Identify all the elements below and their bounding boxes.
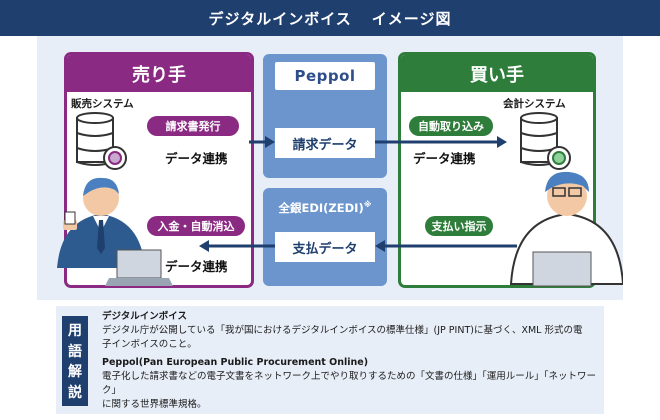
payment-data-box: 支払データ [275,232,375,262]
seller-link-top-label: データ連携 [165,151,228,166]
glossary-definition: に関する世界標準規格。 [102,399,207,410]
title-sub: イメージ図 [371,9,452,28]
payment-reconcile-pill: 入金・自動消込 [147,216,245,236]
auto-import-pill: 自動取り込み [409,116,493,136]
zedi-label: 全銀EDI(ZEDI)※ [278,200,372,215]
title-bar: デジタルインボイス イメージ図 [0,0,660,36]
glossary-term: デジタルインボイス [102,311,188,322]
glossary-definition: 電子化した請求書などの電子文書をネットワーク上でやり取りするための「文書の仕様」… [102,371,597,396]
glossary-body: デジタルインボイス デジタル庁が公開している「我が国におけるデジタルインボイスの… [102,310,596,412]
title-main: デジタルインボイス [208,9,352,28]
gear-icon [103,146,127,170]
glossary-term: Peppol(Pan European Public Procurement O… [102,357,369,368]
laptop-icon [105,249,173,286]
buyer-system-label: 会計システム [503,98,566,110]
payment-instruction-pill: 支払い指示 [425,216,493,236]
glossary-box: 用 語 解 説 デジタルインボイス デジタル庁が公開している「我が国におけるデジ… [56,306,604,414]
issue-invoice-pill: 請求書発行 [147,116,239,136]
arrow-right-icon [249,136,507,148]
laptop-icon [532,251,592,287]
seller-link-bottom-label: データ連携 [165,259,228,274]
gear-icon [547,146,571,170]
arrow-left-icon [199,240,517,252]
diagram-area: 売り手 買い手 Peppol 全銀EDI(ZEDI)※ 請求データ 支払データ … [37,36,623,300]
buyer-link-top-label: データ連携 [413,151,476,166]
glossary-definition: 子インボイスのこと。 [102,339,197,350]
diagram-graphics [57,112,623,287]
glossary-definition: デジタル庁が公開している「我が国におけるデジタルインボイスの標準仕様」(JP P… [102,325,583,336]
buyer-header: 買い手 [401,55,593,92]
peppol-logo: Peppol [275,62,375,90]
seller-system-label: 販売システム [71,98,134,110]
invoice-data-box: 請求データ [275,128,375,158]
seller-header: 売り手 [67,55,251,92]
glossary-tag: 用 語 解 説 [62,316,88,406]
